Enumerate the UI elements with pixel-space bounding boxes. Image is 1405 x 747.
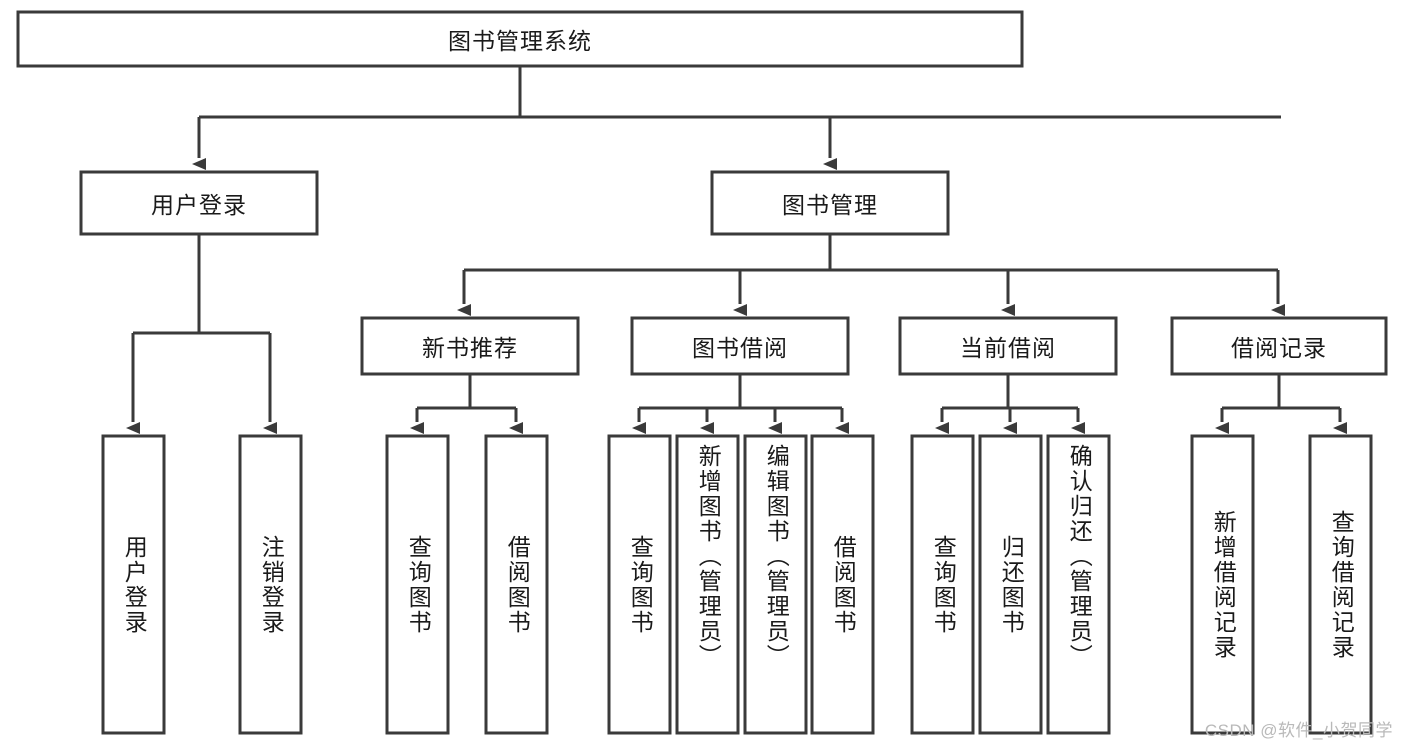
node-box-leaf-return-book[interactable] [978, 434, 1043, 735]
node-box-leaf-logout-login[interactable] [238, 434, 303, 735]
node-box-leaf-query-book-1[interactable] [385, 434, 450, 735]
node-box-book-management[interactable] [710, 170, 950, 236]
node-box-new-book-recommend[interactable] [360, 316, 580, 376]
connector-root-to-level2 [192, 66, 1281, 170]
node-box-leaf-user-login[interactable] [101, 434, 166, 735]
connector-newbook-to-leaves [410, 374, 523, 434]
node-box-leaf-query-record[interactable] [1308, 434, 1373, 735]
node-box-leaf-borrow-book-1[interactable] [484, 434, 549, 735]
node-box-leaf-query-book-3[interactable] [910, 434, 975, 735]
connector-borrowrecord-to-leaves [1215, 374, 1347, 434]
node-box-leaf-add-record[interactable] [1190, 434, 1255, 735]
node-box-leaf-query-book-2[interactable] [607, 434, 672, 735]
node-box-borrow-record[interactable] [1170, 316, 1388, 376]
node-box-leaf-add-book[interactable] [675, 434, 740, 735]
connector-currentborrow-to-leaves [935, 374, 1085, 434]
node-box-book-borrow[interactable] [630, 316, 850, 376]
node-box-current-borrow[interactable] [898, 316, 1118, 376]
csdn-watermark: CSDN @软件_小贺同学 [1204, 721, 1393, 740]
node-box-leaf-borrow-book-2[interactable] [810, 434, 875, 735]
connector-bookborrow-to-leaves [632, 374, 849, 434]
node-box-leaf-edit-book[interactable] [743, 434, 808, 735]
node-box-leaf-confirm-return[interactable] [1046, 434, 1111, 735]
node-box-user-login[interactable] [79, 170, 319, 236]
node-box-root[interactable] [16, 10, 1024, 68]
connector-bookmgmt-to-level3 [457, 234, 1285, 316]
connector-userlogin-to-leaves [126, 234, 277, 434]
